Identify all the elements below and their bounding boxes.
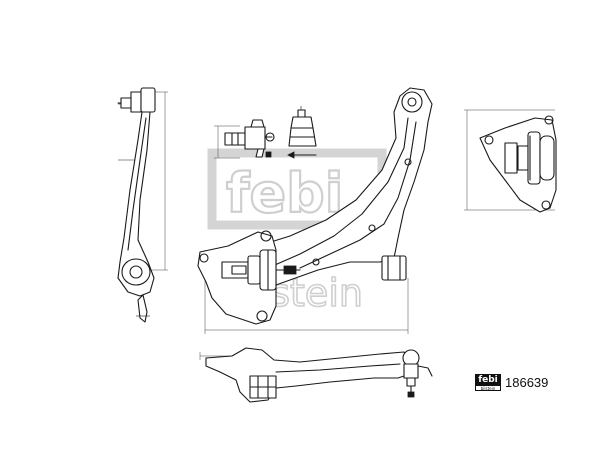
part-number-label: 186639 bbox=[505, 375, 549, 390]
badge-logo-text: febi bbox=[476, 375, 500, 386]
bushing-end-view bbox=[464, 109, 557, 213]
ball-joint-detail bbox=[214, 106, 317, 159]
brand-badge: febi bilstein bbox=[475, 374, 501, 391]
watermark-logo-text: febi bbox=[226, 162, 343, 225]
badge-sub-text: bilstein bbox=[480, 386, 496, 391]
side-view-arm bbox=[117, 87, 168, 323]
bottom-side-view bbox=[199, 347, 433, 403]
main-top-view bbox=[197, 87, 433, 334]
